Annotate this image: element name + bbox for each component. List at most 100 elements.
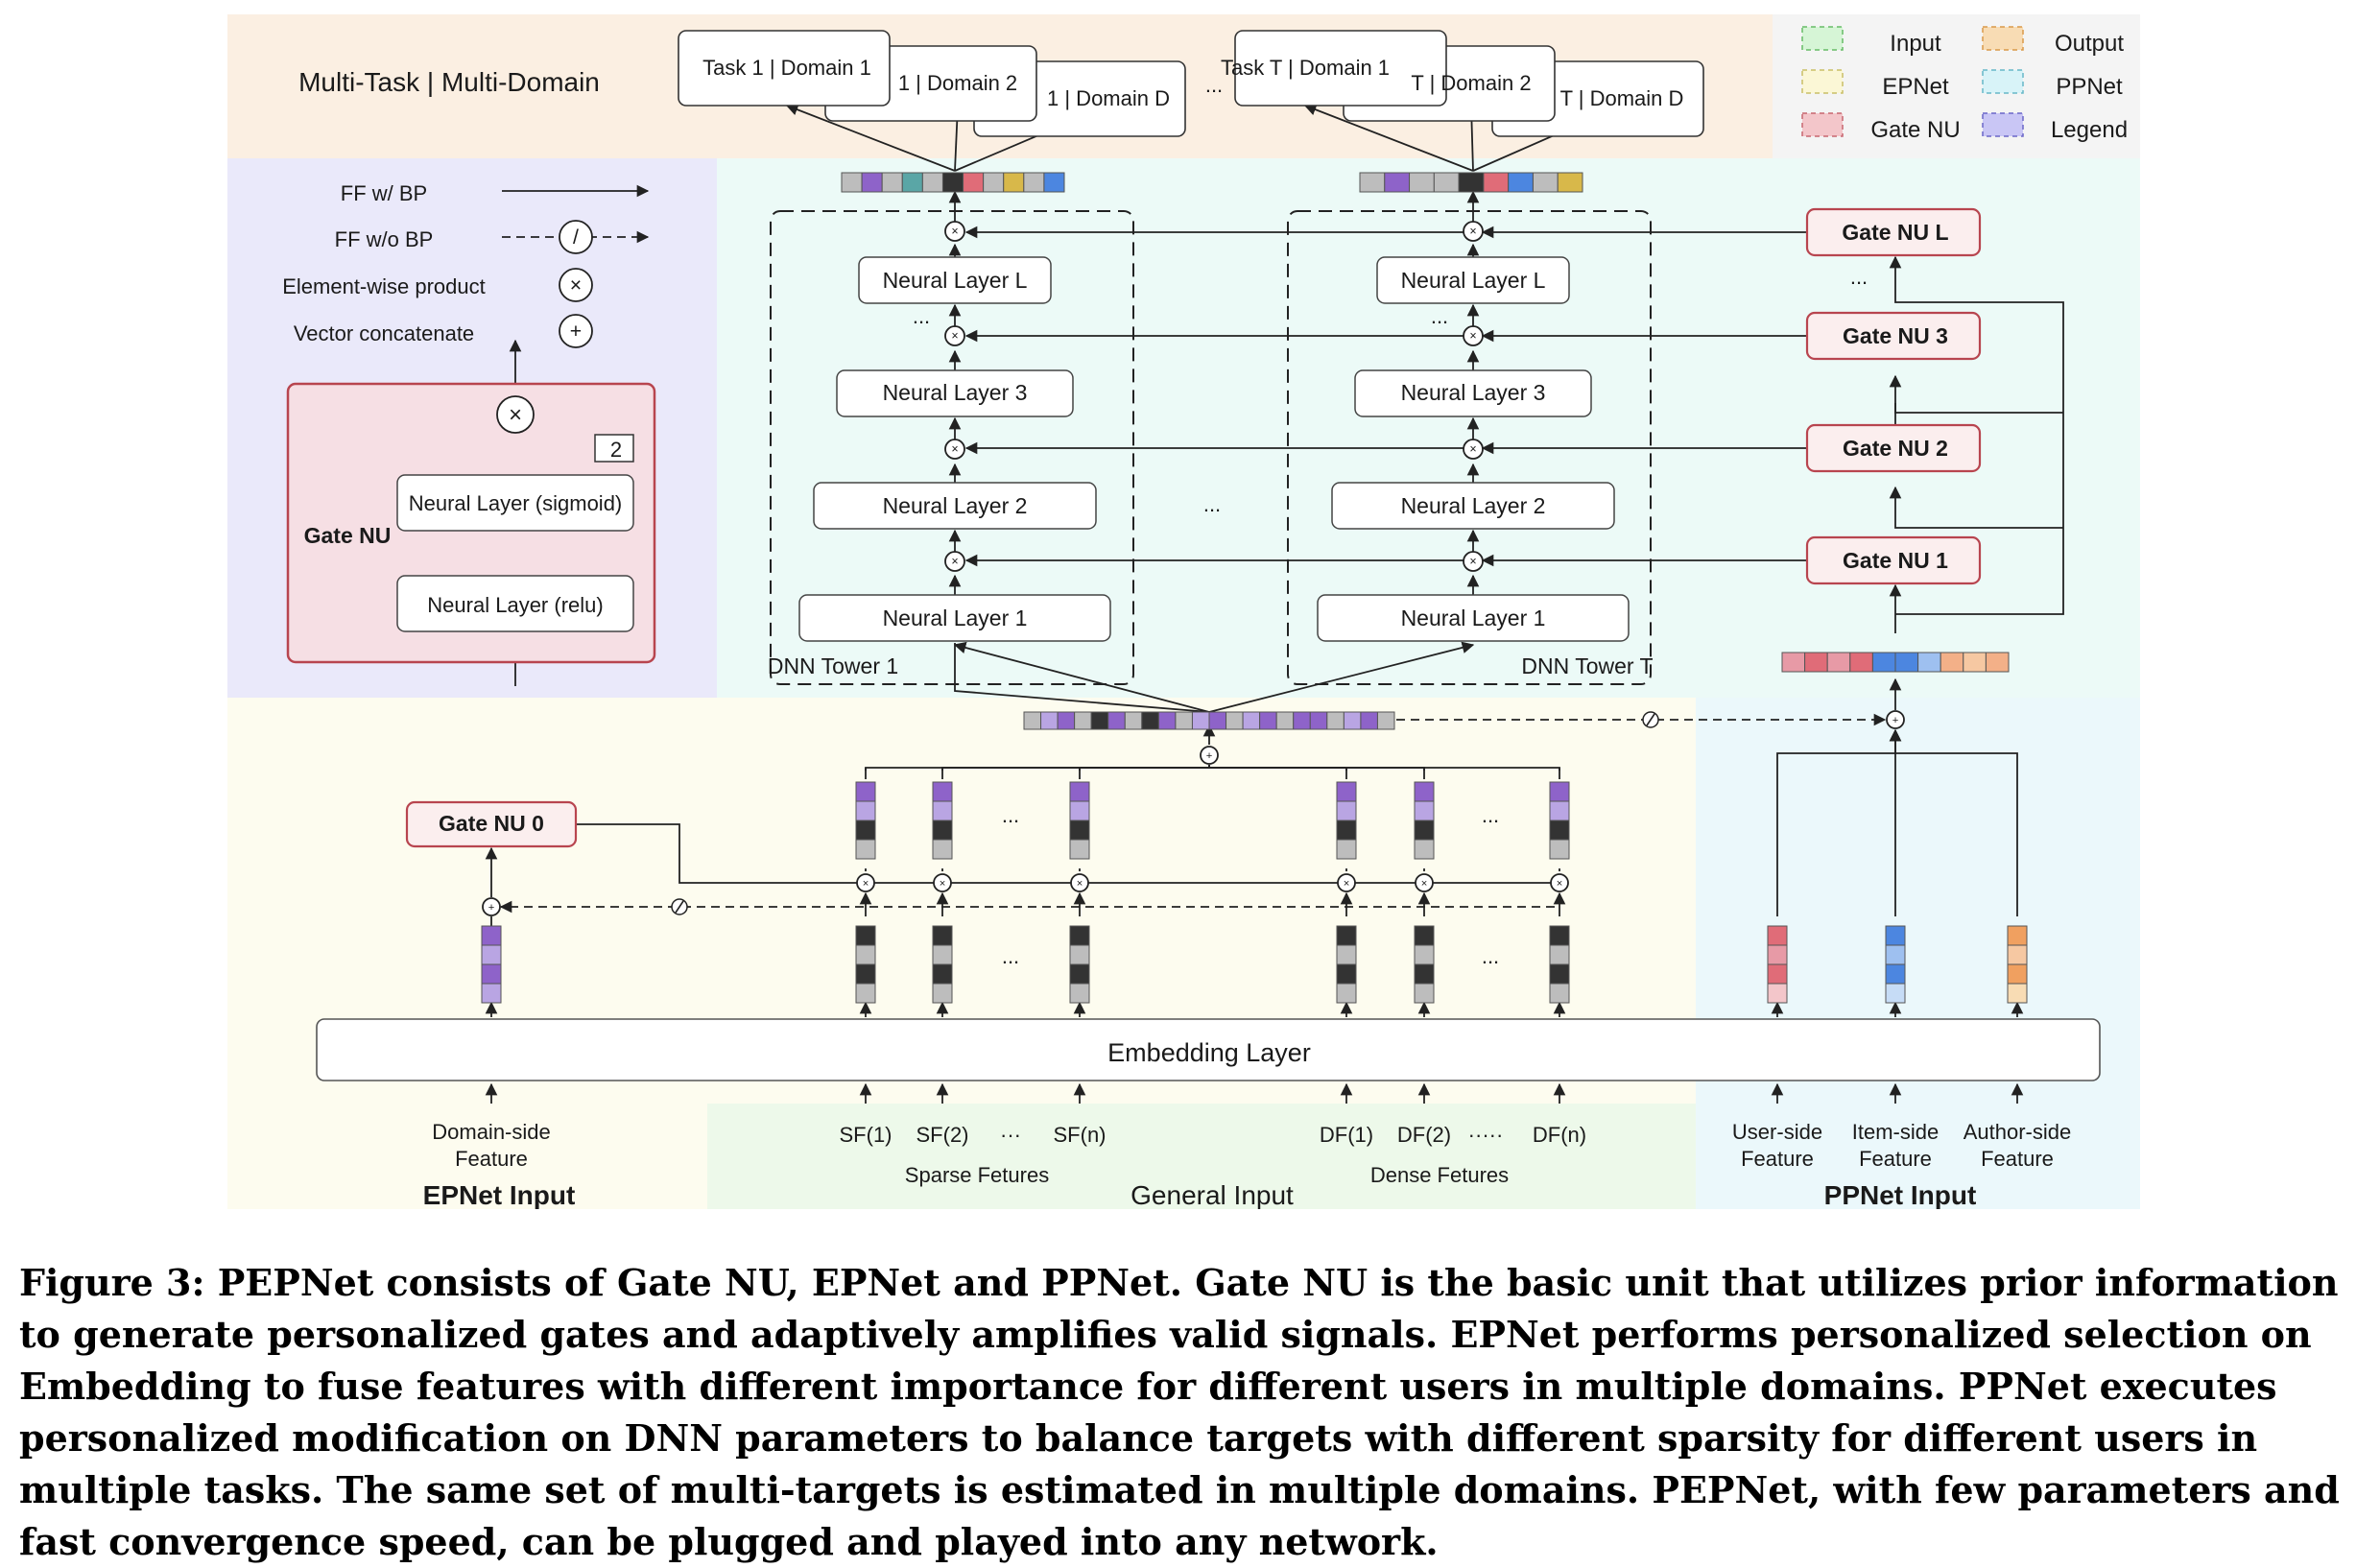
connector-path (1208, 765, 1560, 779)
author-side-embedding-cell (2007, 944, 2028, 965)
connector-line (1303, 104, 1474, 172)
dense-feature-2: DF(2) (1397, 1123, 1451, 1147)
output-box (678, 30, 891, 107)
feature-embedding-cell (1414, 983, 1435, 1004)
user-side-embedding-cell (1767, 944, 1788, 965)
shared-vector-cell (1242, 711, 1261, 730)
tower-layer-box (1376, 256, 1570, 304)
tower-layer-box (1354, 369, 1592, 417)
tower1-layer-3: Neural Layer 3 (883, 380, 1028, 405)
task-vector-T-cell (1458, 172, 1485, 193)
dnn-tower-T: Neural Layer L ... Neural Layer 3 Neural… (1401, 268, 1654, 678)
shared-vector-cell (1191, 711, 1210, 730)
feature-embedding-cell (932, 944, 953, 965)
connector-path (1889, 374, 2063, 414)
domain-embedding-cell (481, 925, 502, 946)
tower-gate-product-icon-symbol: × (951, 442, 958, 456)
ppnet-concat-vector-cell (1781, 652, 1806, 673)
tower-1-frame (770, 210, 1134, 685)
epnet-stop-gradient-slash (675, 900, 684, 914)
connector-path (954, 643, 1210, 713)
feature-embedding-cell (1069, 983, 1090, 1004)
notation-plus-icon (559, 314, 593, 348)
region-labels: EPNet Input General Input PPNet Input (423, 1180, 1977, 1209)
epnet-concat-icon (482, 897, 501, 916)
sparse-feature-1: SF(1) (840, 1123, 892, 1147)
shared-vector-cell (1040, 711, 1059, 730)
output-tasks: Task 1 | Domain 1 1 | Domain 2 1 | Domai… (702, 56, 1683, 110)
author-side-feature-line2: Feature (1981, 1147, 2054, 1171)
header-title: Multi-Task | Multi-Domain (298, 67, 600, 97)
ppnet-concat-icon-symbol: + (1892, 715, 1899, 726)
legend-swatch-gate-nu (1801, 112, 1844, 137)
feature-embedding-cell (1414, 963, 1435, 985)
feature-embedding-cell (1336, 925, 1357, 946)
shared-vector-cell (1090, 711, 1109, 730)
feature-embedding-cell (932, 983, 953, 1004)
tower-gate-product-icon (944, 439, 965, 460)
gate-nu-detail-title: Gate NU (304, 523, 392, 548)
figure-caption: Figure 3: PEPNet consists of Gate NU, EP… (19, 1261, 2340, 1563)
notation-plus-icon-symbol: + (570, 320, 582, 343)
notation-stop-gradient-symbol: / (573, 226, 579, 249)
feature-embedding-cell (1549, 925, 1570, 946)
embedding-gate-product-icon-symbol: × (1077, 878, 1083, 890)
gated-feature-vector-cell (1549, 820, 1570, 841)
tower-gate-product-icon-symbol: × (1469, 555, 1476, 568)
feature-embedding-cell (1549, 963, 1570, 985)
task-vector-T-cell (1483, 172, 1510, 193)
sparse-feature-n: SF(n) (1054, 1123, 1107, 1147)
tower1-label: DNN Tower 1 (768, 653, 898, 678)
general-concat-icon (1200, 746, 1219, 765)
task-vector-1-cell (1043, 172, 1065, 193)
feature-embedding-cell (1336, 963, 1357, 985)
tower1-layer-2: Neural Layer 2 (883, 493, 1028, 518)
tower-gate-product-icon-symbol: × (951, 329, 958, 343)
user-side-feature-line1: User-side (1732, 1120, 1822, 1144)
embedding-layer-box (316, 1018, 2101, 1081)
feature-embedding-cell (1336, 944, 1357, 965)
gated-feature-vector-cell (855, 839, 876, 860)
feature-embedding-cell (1336, 983, 1357, 1004)
feature-embedding-cell (1069, 963, 1090, 985)
gate-nu-ellipsis: ... (1850, 265, 1868, 289)
task-vector-T-cell (1409, 172, 1435, 193)
general-input-bg (707, 1104, 1696, 1209)
task-vector-T-cell (1384, 172, 1411, 193)
tower-T-frame (1287, 210, 1652, 685)
sigmoid-layer-label: Neural Layer (sigmoid) (409, 491, 623, 515)
relu-layer-label: Neural Layer (relu) (427, 593, 603, 617)
feature-embedding-cell (1414, 925, 1435, 946)
embedding-layer-label: Embedding Layer (1107, 1038, 1311, 1067)
shared-vector-cell (1124, 711, 1143, 730)
tower-gate-product-icon (944, 325, 965, 346)
gated-feature-vector-cell (1549, 839, 1570, 860)
gated-feature-vector-cell (855, 820, 876, 841)
connector-path (576, 823, 1559, 884)
feature-embedding-cell (932, 925, 953, 946)
legend-swatch-output (1982, 26, 2024, 51)
embedding-gate-product-icon (1070, 873, 1089, 892)
notation-ff-bp: FF w/ BP (341, 181, 427, 205)
feature-embedding-cell (855, 925, 876, 946)
user-side-embedding-cell (1767, 925, 1788, 946)
towerT-layer-1: Neural Layer 1 (1401, 606, 1546, 630)
tower-gate-product-icon-symbol: × (951, 225, 958, 238)
tower-layer-box (1317, 594, 1630, 642)
legend-swatch-legend (1982, 112, 2024, 137)
task-vector-T-cell (1433, 172, 1460, 193)
gated-feature-vector-cell (932, 781, 953, 802)
tower-layer-box (836, 369, 1074, 417)
towerT-label: DNN Tower T (1521, 653, 1653, 678)
output-ellipsis: ... (1205, 73, 1223, 97)
ppnet-concat-vector-cell (1871, 652, 1896, 673)
notation-panel: FF w/ BP FF w/o BP Element-wise product … (282, 181, 486, 345)
gated-feature-vector-cell (932, 800, 953, 821)
domain-embedding-cell (481, 963, 502, 985)
ppnet-gate-box (1805, 207, 1982, 257)
ppnet-concat-vector-cell (1804, 652, 1828, 673)
notation-times-icon (559, 268, 593, 302)
gate-scale-box (594, 434, 634, 463)
item-side-feature-line1: Item-side (1852, 1120, 1939, 1144)
legend-output: Output (2055, 31, 2124, 57)
